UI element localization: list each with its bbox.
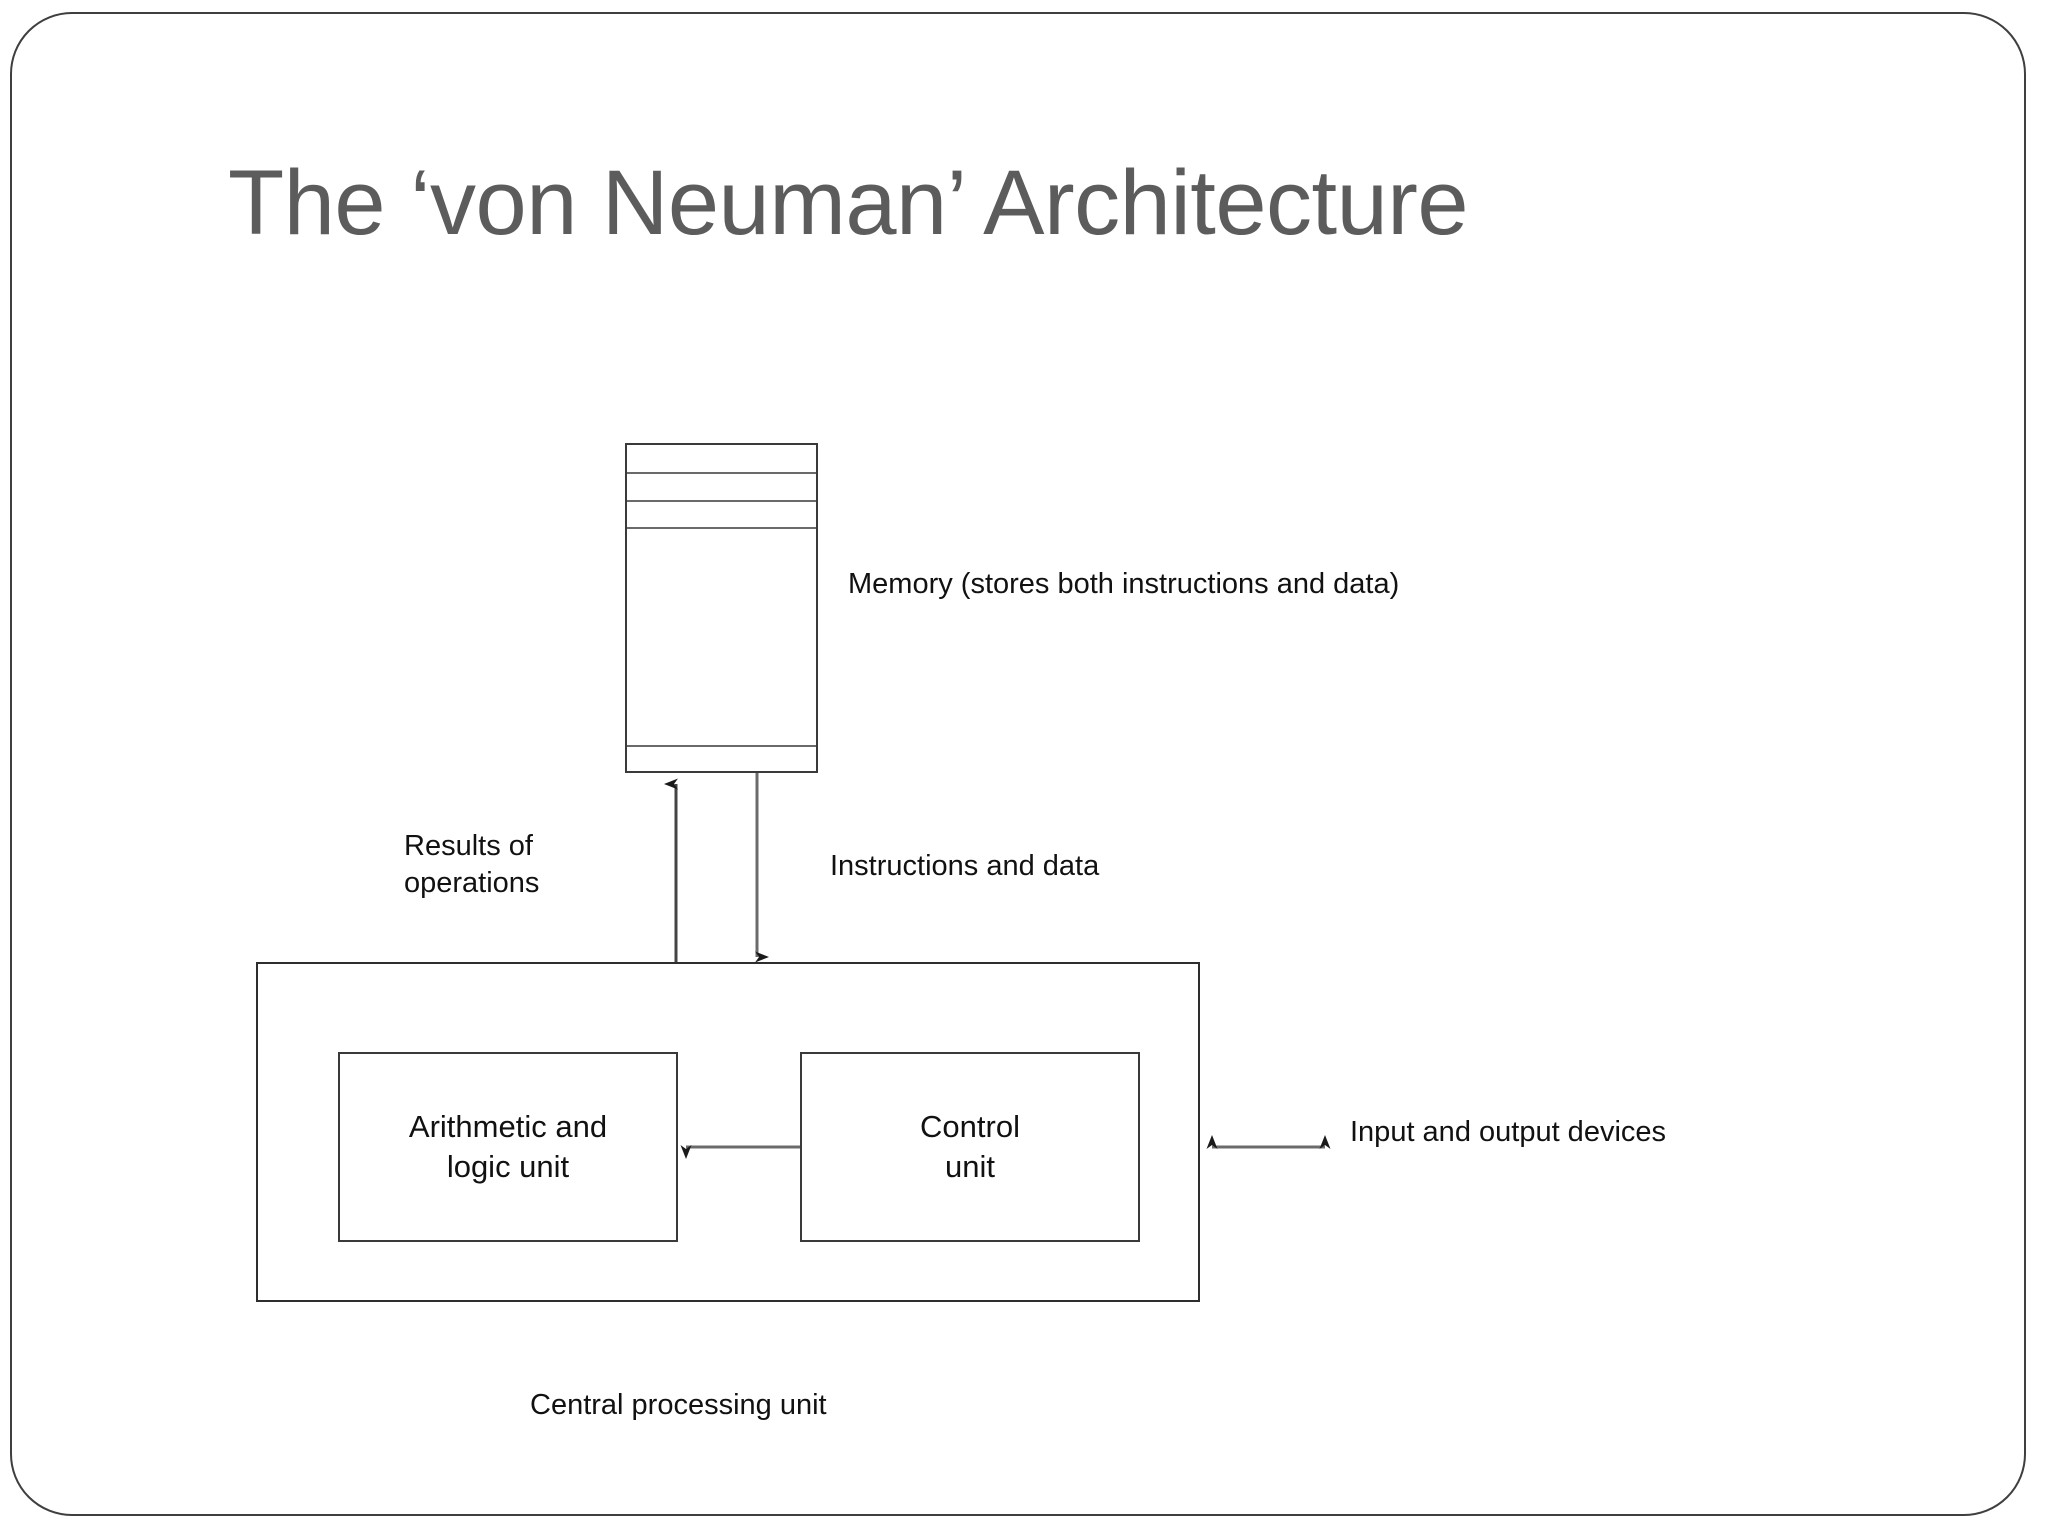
- alu-label: Arithmetic and logic unit: [409, 1107, 607, 1188]
- control-unit-label-line1: Control: [920, 1108, 1020, 1144]
- alu-label-line2: logic unit: [446, 1149, 570, 1184]
- page-title: The ‘von Neuman’ Architecture: [228, 152, 1469, 254]
- memory-divider-3: [627, 527, 816, 529]
- alu-label-line1: Arithmetic and: [408, 1108, 608, 1144]
- instructions-and-data-label: Instructions and data: [830, 850, 1100, 882]
- memory-label: Memory (stores both instructions and dat…: [848, 568, 1400, 600]
- control-unit-box: Control unit: [800, 1052, 1140, 1242]
- slide-frame-border: [10, 12, 2026, 1516]
- control-unit-label: Control unit: [920, 1107, 1020, 1188]
- input-output-devices-label: Input and output devices: [1350, 1116, 1667, 1148]
- results-of-operations-line2: operations: [404, 867, 540, 900]
- memory-divider-4: [627, 745, 816, 747]
- arithmetic-logic-unit-box: Arithmetic and logic unit: [338, 1052, 678, 1242]
- memory-block: [625, 443, 818, 773]
- central-processing-unit-caption: Central processing unit: [530, 1389, 827, 1421]
- results-of-operations-line1: Results of: [404, 830, 533, 862]
- results-of-operations-label: Results of operations: [404, 828, 624, 902]
- control-unit-label-line2: unit: [945, 1149, 995, 1184]
- memory-divider-2: [627, 500, 816, 502]
- memory-divider-1: [627, 472, 816, 474]
